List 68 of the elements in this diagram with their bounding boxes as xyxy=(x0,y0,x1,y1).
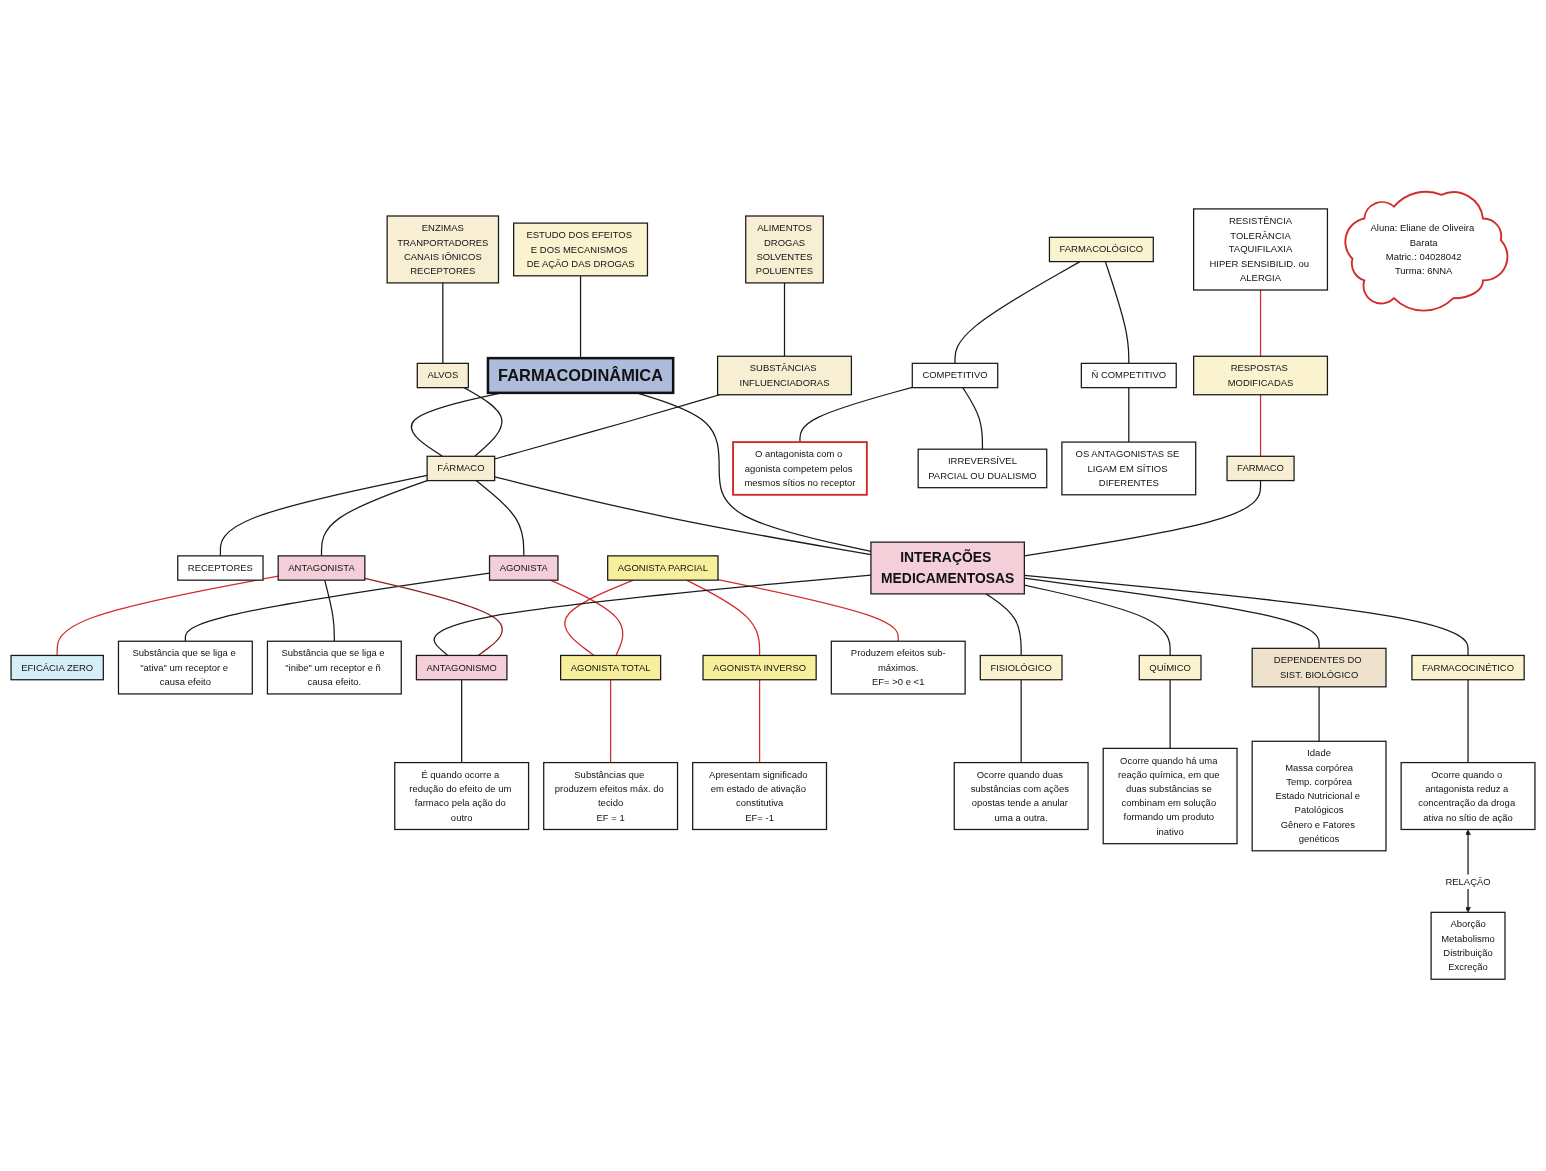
node-box: Produzem efeitos sub-máximos. EF= >0 e <1 xyxy=(830,640,966,695)
connector xyxy=(320,479,428,557)
node-box: ANTAGONISTA xyxy=(277,555,366,581)
edge-label: RELAÇÃO xyxy=(1445,875,1491,887)
connector xyxy=(1467,679,1469,764)
node-box: SUBSTÂNCIAS INFLUENCIADORAS xyxy=(716,355,853,396)
connector xyxy=(1259,394,1262,457)
connector xyxy=(1259,289,1262,357)
node-box: O antagonista com o agonista competem pelos mesmos sítios no receptor xyxy=(732,441,868,496)
connector xyxy=(1169,679,1171,749)
node-box: Apresentam significado em estado de ativação constitutiva EF= -1 xyxy=(692,761,828,831)
node-box: FARMACOLÓGICO xyxy=(1048,236,1154,263)
node-box: Aborção Metabolismo Distribuição Excreção xyxy=(1430,911,1506,980)
connector xyxy=(324,579,335,642)
connector xyxy=(1020,679,1022,764)
node-box: É quando ocorre a redução do efeito de um farmaco pela ação do outro xyxy=(394,761,530,831)
node-box: OS ANTAGONISTAS SE LIGAM EM SÍTIOS DIFERENTES xyxy=(1061,441,1197,496)
connector xyxy=(1318,686,1320,742)
node-box: Substância que se liga e "inibe" um receptor e ñ causa efeito. xyxy=(266,640,402,695)
connector xyxy=(494,394,721,460)
node-box: COMPETITIVO xyxy=(911,362,999,389)
node-box: AGONISTA PARCIAL xyxy=(607,555,719,581)
node-box: ESTUDO DOS EFEITOS E DOS MECANISMOS DE AÇÃO DAS DROGAS xyxy=(513,222,649,277)
node-box: FÁRMACO xyxy=(426,455,496,482)
node-box: ALVOS xyxy=(416,362,469,389)
connector xyxy=(758,679,761,764)
node-box: ENZIMAS TRANPORTADORES CANAIS IÔNICOS RECEPTORES xyxy=(386,215,500,284)
node-box: Ñ COMPETITIVO xyxy=(1080,362,1177,389)
connector xyxy=(442,282,444,364)
connector xyxy=(461,679,463,764)
connector xyxy=(364,577,503,657)
node-box: RECEPTORES xyxy=(177,555,264,581)
node-box: RESPOSTAS MODIFICADAS xyxy=(1193,355,1329,396)
node-box: EFICÁCIA ZERO xyxy=(10,654,104,681)
node-box: Ocorre quando o antagonista reduz a concentração da droga ativa no sítio de ação xyxy=(1400,761,1536,831)
node-box: RESISTÊNCIA TOLERÂNCIA TAQUIFILAXIA HIPER SENSIBILID. ou ALERGIA xyxy=(1193,208,1329,291)
node-box: FARMACOCINÉTICO xyxy=(1411,654,1525,681)
connector xyxy=(564,579,634,657)
connector xyxy=(1128,387,1130,443)
node-box: AGONISTA TOTAL xyxy=(560,654,662,681)
connector xyxy=(219,474,428,557)
node-box: DEPENDENTES DO SIST. BIOLÓGICO xyxy=(1251,647,1387,688)
connector xyxy=(954,261,1081,364)
connector xyxy=(985,593,1022,657)
node-box: AGONISTA INVERSO xyxy=(702,654,817,681)
node-box: Idade Massa corpórea Temp. corpórea Estado Nutricional e Patológicos Gênero e Fatores genéticos xyxy=(1251,740,1387,852)
connector xyxy=(799,386,913,443)
connector xyxy=(463,387,503,457)
node-box: QUÍMICO xyxy=(1138,654,1202,681)
connector xyxy=(579,275,582,359)
connector xyxy=(475,479,525,557)
node-box: AGONISTA xyxy=(488,555,559,581)
node-box: ALIMENTOS DROGAS SOLVENTES POLUENTES xyxy=(745,215,824,284)
node-box: Ocorre quando duas substâncias com ações opostas tende a anular uma a outra. xyxy=(953,761,1089,831)
node-box: FARMACODINÂMICA xyxy=(486,356,675,395)
node-box: FARMACO xyxy=(1226,455,1295,482)
node-box: Substância que se liga e "ativa" um receptor e causa efeito xyxy=(117,640,253,695)
node-box: INTERAÇÕES MEDICAMENTOSAS xyxy=(870,541,1025,595)
connector xyxy=(1104,261,1130,364)
node-box: Substâncias que produzem efeitos máx. do tecido EF = 1 xyxy=(543,761,679,831)
connector xyxy=(610,679,612,764)
node-box: ANTAGONISMO xyxy=(415,654,508,681)
connector xyxy=(56,575,279,657)
node-box: Ocorre quando há uma reação química, em que duas substâncias se combinam em solução formando um produto inativo xyxy=(1102,747,1238,845)
node-box: IRREVERSÍVEL PARCIAL OU DUALISMO xyxy=(917,448,1048,489)
connector xyxy=(783,282,786,357)
node-box: FISIOLÓGICO xyxy=(979,654,1063,681)
connector xyxy=(962,387,984,450)
